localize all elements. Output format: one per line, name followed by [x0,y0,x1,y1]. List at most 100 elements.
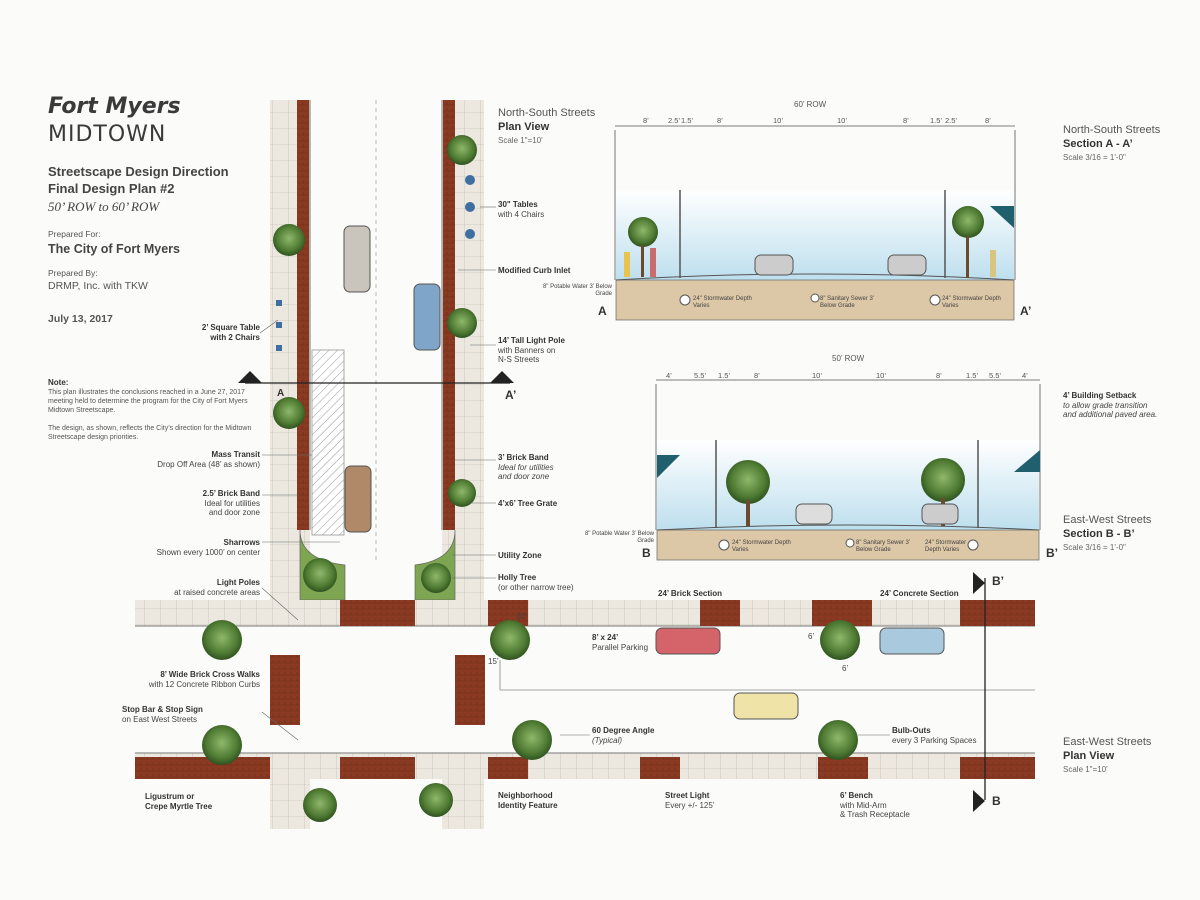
callout-concrete-section: 24’ Concrete Section [880,589,959,599]
callout-bulb-outs-title: Bulb-Outs [892,726,931,735]
callout-parking-sub: Parallel Parking [592,642,649,652]
callout-brick-band-25: 2.5’ Brick Band Ideal for utilities and … [150,489,260,518]
dim: 8’ [936,371,942,380]
prepared-by: DRMP, Inc. with TKW [48,280,148,292]
cut-a-start: A [598,304,607,318]
callout-ligustrum: Ligustrum or Crepe Myrtle Tree [145,792,212,811]
note-heading: Note: [48,378,69,387]
callout-light-pole: 14’ Tall Light Pole with Banners on N-S … [498,336,565,365]
callout-stop-sub: on East West Streets [122,714,197,724]
section-a-util-storm-1: 24" Stormwater Depth Varies [693,296,752,309]
dim: 10’ [773,116,784,125]
south-sidewalk [135,753,1035,779]
callout-utility-zone-title: Utility Zone [498,551,542,560]
dim: 5.5’ [694,371,707,380]
dim: 2.5’ [668,116,681,125]
section-a-drawing [614,125,1016,321]
callout-bulb-outs: Bulb-Outs every 3 Parking Spaces [892,726,977,745]
callout-tables-title: 30" Tables [498,200,538,209]
callout-concrete-section-title: 24’ Concrete Section [880,589,959,598]
ns-street [270,100,484,610]
dim: 10’ [876,371,887,380]
callout-tables: 30" Tables with 4 Chairs [498,200,544,219]
row-transition: 50’ ROW to 60’ ROW [48,199,160,214]
callout-brick-band-3: 3’ Brick Band Ideal for utilities and do… [498,453,554,482]
note-paragraph-2: The design, as shown, reflects the City’… [48,425,252,441]
callout-angle-sub: (Typical) [592,735,623,745]
section-a-dims: 8’ 2.5’ 1.5’ 8’ 10’ 10’ 8’ 1.5’ 2.5’ 8’ [615,116,1015,128]
project-subtitle: MIDTOWN [48,122,167,147]
callout-holly-title: Holly Tree [498,573,537,582]
callout-bench: 6’ Bench with Mid-Arm & Trash Receptacle [840,791,910,820]
callout-curb-inlet-title: Modified Curb Inlet [498,266,571,275]
dim: 10’ [812,371,823,380]
cut-a-end: A’ [1020,304,1032,318]
dim: 5.5’ [989,371,1002,380]
cut-mark-b-prime: B’ [992,574,1004,588]
callout-parking: 8’ x 24’ Parallel Parking [592,633,648,652]
section-a-scale: Scale 3/16 = 1'-0" [1063,153,1126,162]
section-b-scale: Scale 3/16 = 1'-0" [1063,543,1126,552]
section-b-title-1: East-West Streets [1063,514,1152,526]
callout-brick25-sub2: and door zone [208,508,260,517]
cut-mark-b: B [992,794,1001,808]
ew-street [135,600,1035,829]
callout-light-pole-sub2: N-S Streets [498,355,540,364]
callout-brick-section-title: 24’ Brick Section [658,589,723,598]
prepared-for-label: Prepared For: [48,229,101,239]
plan-date: July 13, 2017 [48,313,113,325]
section-a-util-water: 8" Potable Water 3’ Below Grade [542,284,612,297]
dim: 8’ [985,116,991,125]
dim-15: 15’ [488,657,499,666]
cut-mark-a-prime: A’ [505,388,517,402]
callout-light-poles: Light Poles at raised concrete areas [140,578,260,597]
section-a-util-storm-2: 24" Stormwater Depth Varies [942,296,1001,309]
callout-crosswalks-sub: with 12 Concrete Ribbon Curbs [148,679,260,689]
callout-holly-tree: Holly Tree (or other narrow tree) [498,573,574,592]
callout-light-poles-title: Light Poles [216,578,260,587]
callout-setback-sub1: to allow grade transition [1063,400,1148,410]
dim-6-b: 6’ [842,664,849,673]
callout-street-light-sub: Every +/- 125’ [665,800,715,810]
section-a-title-2: Section A - A’ [1063,138,1133,150]
section-b-title-2: Section B - B’ [1063,528,1135,540]
callout-setback: 4’ Building Setback to allow grade trans… [1063,391,1157,420]
dim: 10’ [837,116,848,125]
callout-square-table-title: 2’ Square Table [201,323,260,332]
project-title: Fort Myers [48,94,181,119]
prepared-by-label: Prepared By: [48,268,98,278]
callout-bench-sub2: & Trash Receptacle [840,810,910,819]
callout-sharrows-title: Sharrows [223,538,260,547]
callout-angle: 60 Degree Angle (Typical) [592,726,654,745]
callout-bench-sub1: with Mid-Arm [840,800,887,810]
dim: 4’ [1022,371,1028,380]
callout-identity: Neighborhood Identity Feature [498,791,558,810]
ew-plan-scale: Scale 1"=10' [1063,765,1108,774]
dim: 1.5’ [718,371,731,380]
callout-setback-sub2: and additional paved area. [1063,410,1158,419]
callout-mass-transit-title: Mass Transit [211,450,260,459]
callout-angle-title: 60 Degree Angle [592,726,655,735]
east-crosswalk [455,655,485,725]
dim: 8’ [903,116,909,125]
dim-20: 20’ [516,612,527,621]
ew-plan-title-1: East-West Streets [1063,736,1152,748]
design-plan-number: Final Design Plan #2 [48,181,175,196]
dim: 1.5’ [966,371,979,380]
callout-brick3-sub2: and door zone [498,472,550,481]
leader-lines [259,206,890,741]
callout-street-light: Street Light Every +/- 125’ [665,791,715,810]
cut-b-end: B’ [1046,546,1058,560]
callout-light-pole-sub1: with Banners on [498,345,556,355]
callout-brick25-sub1: Ideal for utilities [204,498,260,508]
callout-bench-title: 6’ Bench [840,791,873,800]
callout-identity-1: Neighborhood [498,791,553,800]
callout-stop-title: Stop Bar & Stop Sign [122,705,203,714]
section-b-util-storm-2: 24" Stormwater Depth Varies [925,540,967,553]
section-a-util-sewer: 8" Sanitary Sewer 3’ Below Grade [820,296,874,309]
ns-plan-scale: Scale 1"=10' [498,136,543,145]
section-b-util-storm-1: 24" Stormwater Depth Varies [732,540,791,553]
callout-brick3-title: 3’ Brick Band [498,453,549,462]
callout-crosswalks: 8’ Wide Brick Cross Walks with 12 Concre… [100,670,260,689]
cut-b-start: B [642,546,651,560]
